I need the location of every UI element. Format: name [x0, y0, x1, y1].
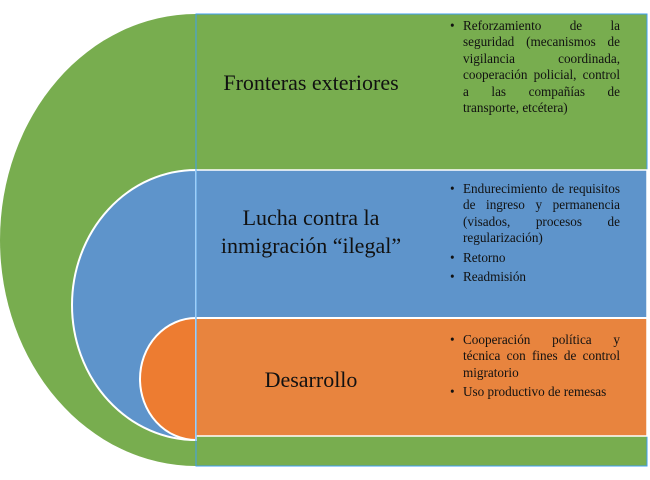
- inner-arc-orange: [139, 316, 197, 442]
- title-fronteras-exteriores: Fronteras exteriores: [196, 69, 426, 97]
- bullets-desarrollo: Cooperación política y técnica con fines…: [450, 332, 620, 404]
- bullets-fronteras-exteriores: Reforzamiento de la seguridad (mecanismo…: [450, 18, 620, 119]
- bullets-lucha-inmigracion: Endurecimiento de requisitos de ingreso …: [450, 181, 620, 288]
- title-line: Fronteras exteriores: [223, 70, 399, 95]
- title-desarrollo: Desarrollo: [196, 366, 426, 394]
- bullet-item: Readmisión: [450, 269, 620, 286]
- bullet-item: Cooperación política y técnica con fines…: [450, 332, 620, 381]
- bullet-item: Retorno: [450, 250, 620, 267]
- bullet-item: Uso productivo de remesas: [450, 384, 620, 401]
- title-line: Lucha contra la: [242, 205, 380, 230]
- bullet-item: Endurecimiento de requisitos de ingreso …: [450, 181, 620, 247]
- title-line: Desarrollo: [264, 367, 358, 392]
- title-lucha-inmigracion: Lucha contra la inmigración “ilegal”: [196, 204, 426, 260]
- bullet-item: Reforzamiento de la seguridad (mecanismo…: [450, 18, 620, 116]
- title-line: inmigración “ilegal”: [220, 233, 402, 258]
